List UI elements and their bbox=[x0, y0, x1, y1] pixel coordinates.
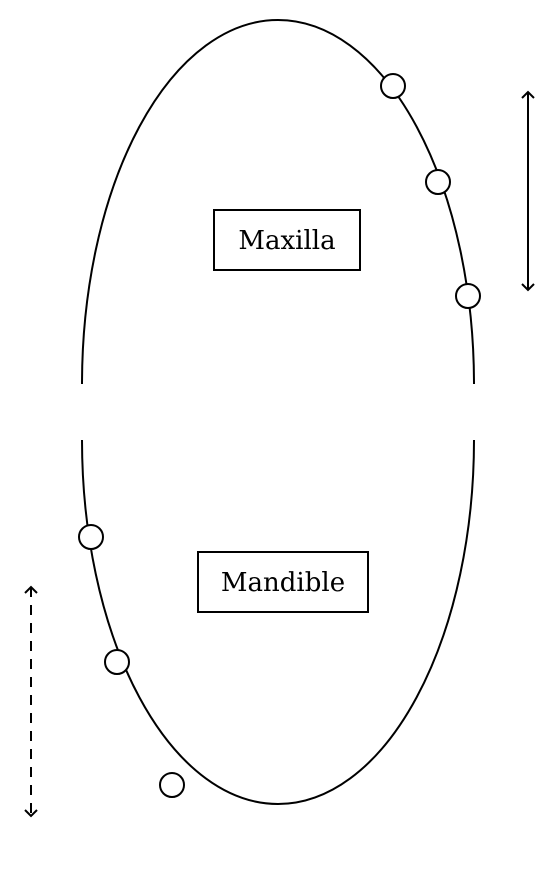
maxilla-marker-3 bbox=[455, 283, 481, 309]
mandible-marker-1 bbox=[78, 524, 104, 550]
maxilla-marker-1 bbox=[380, 73, 406, 99]
mandible-marker-3 bbox=[159, 772, 185, 798]
mandible-label: Mandible bbox=[221, 568, 345, 598]
maxilla-marker-2 bbox=[425, 169, 451, 195]
maxilla-arch bbox=[81, 19, 475, 385]
mandible-marker-2 bbox=[104, 649, 130, 675]
mandible-arch bbox=[81, 439, 475, 805]
maxilla-label: Maxilla bbox=[238, 226, 335, 256]
maxilla-label-box: Maxilla bbox=[213, 209, 361, 271]
mandible-label-box: Mandible bbox=[197, 551, 369, 613]
